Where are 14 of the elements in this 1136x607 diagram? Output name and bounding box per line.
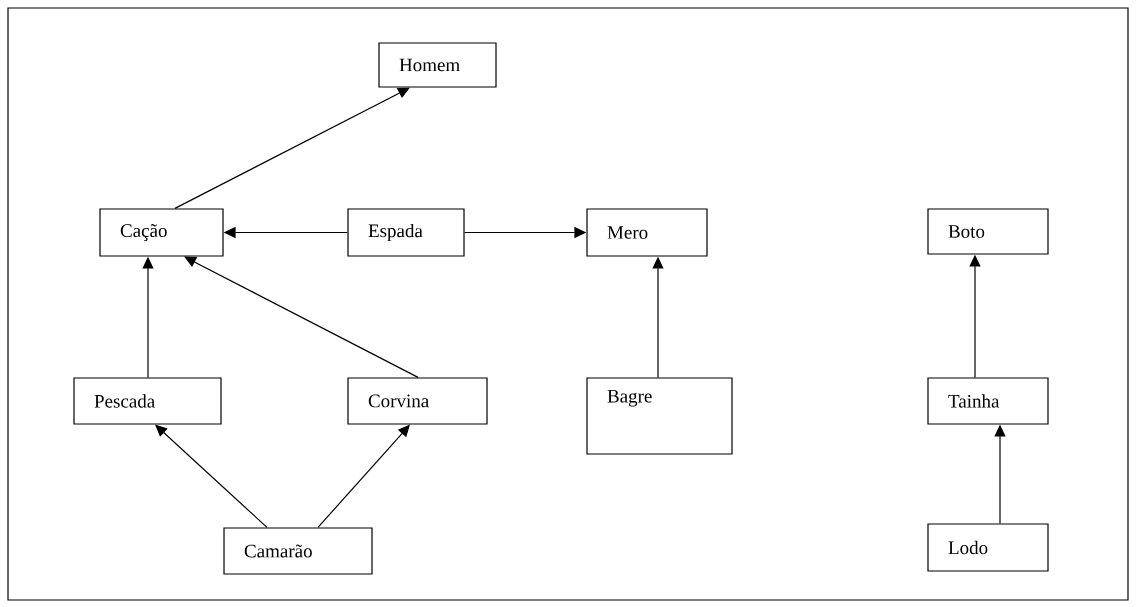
species-box: Mero [586, 208, 708, 257]
species-box: Bagre [586, 377, 733, 455]
species-box: Homem [378, 42, 497, 88]
arrow [155, 424, 268, 528]
species-box: Espada [347, 208, 465, 257]
species-box: Boto [927, 208, 1049, 255]
arrow [184, 256, 419, 378]
species-box: Camarão [223, 527, 373, 575]
species-box: Pescada [73, 377, 222, 425]
species-box: Tainha [927, 377, 1049, 425]
arrow [174, 87, 410, 209]
species-box: Corvina [347, 377, 488, 425]
species-box: Lodo [927, 523, 1049, 572]
species-box: Cação [99, 208, 224, 257]
